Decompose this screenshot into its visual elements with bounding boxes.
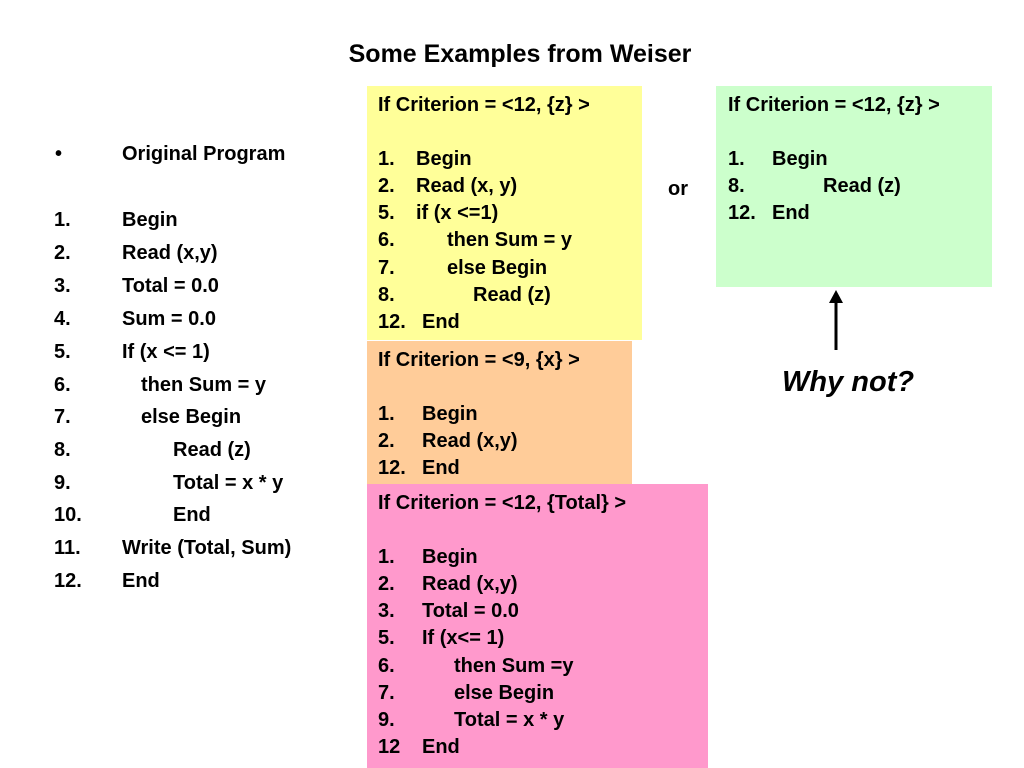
- line-code: Begin: [772, 148, 828, 170]
- line-number: 1.: [54, 209, 71, 231]
- slice-box-orange: If Criterion = <9, {x} > 1. Begin 2. Rea…: [367, 341, 632, 487]
- line-number: 7.: [378, 682, 395, 704]
- line-number: 2.: [378, 573, 395, 595]
- line-code: then Sum = y: [141, 374, 267, 396]
- line-number: 6.: [54, 374, 71, 396]
- line-number: 12.: [54, 570, 82, 592]
- line-code: Total = 0.0: [422, 600, 519, 622]
- why-not-label: Why not?: [782, 366, 915, 398]
- line-number: 3.: [54, 275, 71, 297]
- line-number: 11.: [54, 537, 81, 559]
- line-number: 8.: [728, 175, 745, 197]
- line-code: else Begin: [141, 406, 242, 428]
- line-code: Begin: [416, 148, 472, 170]
- line-code: else Begin: [454, 682, 555, 704]
- line-number: 3.: [378, 600, 395, 622]
- line-number: 5.: [54, 341, 71, 363]
- line-code: Sum = 0.0: [122, 308, 216, 330]
- line-code: Write (Total, Sum): [122, 537, 292, 559]
- line-code: Read (x,y): [422, 430, 518, 452]
- line-number: 1.: [378, 546, 395, 568]
- line-number: 6.: [378, 229, 395, 251]
- line-number: 12.: [378, 457, 406, 479]
- line-code: Begin: [422, 546, 478, 568]
- line-number: 1.: [378, 403, 395, 425]
- line-number: 4.: [54, 308, 71, 330]
- slice-criterion: If Criterion = <9, {x} >: [378, 349, 580, 371]
- line-code: If (x <= 1): [122, 341, 210, 363]
- line-code: End: [422, 736, 460, 758]
- line-code: then Sum = y: [447, 229, 573, 251]
- line-code: Read (x,y): [122, 242, 218, 264]
- line-code: then Sum =y: [454, 655, 574, 677]
- line-number: 12: [378, 736, 401, 758]
- up-arrow-icon: [829, 290, 843, 350]
- slice-criterion: If Criterion = <12, {z} >: [728, 94, 940, 116]
- line-number: 2.: [54, 242, 71, 264]
- line-code: End: [122, 570, 160, 592]
- line-number: 2.: [378, 430, 395, 452]
- line-number: 8.: [378, 284, 395, 306]
- line-code: if (x <=1): [416, 202, 499, 224]
- line-code: Read (z): [823, 175, 901, 197]
- line-code: Total = x * y: [454, 709, 565, 731]
- original-program-title: Original Program: [122, 143, 286, 165]
- line-number: 5.: [378, 627, 395, 649]
- line-code: Read (z): [473, 284, 551, 306]
- line-number: 10.: [54, 504, 82, 526]
- line-number: 2.: [378, 175, 395, 197]
- line-code: Begin: [422, 403, 478, 425]
- line-number: 6.: [378, 655, 395, 677]
- line-number: 7.: [54, 406, 71, 428]
- line-code: End: [173, 504, 211, 526]
- line-number: 9.: [54, 472, 71, 494]
- line-code: Read (z): [173, 439, 251, 461]
- slide-title: Some Examples from Weiser: [348, 40, 692, 68]
- line-number: 12.: [728, 202, 756, 224]
- slice-box-green: If Criterion = <12, {z} > 1. Begin 8. Re…: [716, 86, 992, 287]
- line-code: Total = x * y: [173, 472, 284, 494]
- line-code: If (x<= 1): [422, 627, 505, 649]
- line-number: 9.: [378, 709, 395, 731]
- line-number: 1.: [728, 148, 745, 170]
- or-label: or: [668, 178, 688, 200]
- slice-box-yellow: If Criterion = <12, {z} > 1. Begin 2. Re…: [367, 86, 642, 340]
- line-code: End: [772, 202, 810, 224]
- line-code: Read (x, y): [416, 175, 518, 197]
- slice-box-pink: If Criterion = <12, {Total} > 1. Begin 2…: [367, 484, 708, 768]
- line-number: 12.: [378, 311, 406, 333]
- line-code: Begin: [122, 209, 178, 231]
- line-number: 1.: [378, 148, 395, 170]
- slice-criterion: If Criterion = <12, {z} >: [378, 94, 590, 116]
- line-code: else Begin: [447, 257, 548, 279]
- line-code: End: [422, 457, 460, 479]
- bullet: •: [55, 143, 63, 165]
- line-code: Read (x,y): [422, 573, 518, 595]
- line-number: 7.: [378, 257, 395, 279]
- line-number: 5.: [378, 202, 395, 224]
- slice-criterion: If Criterion = <12, {Total} >: [378, 492, 627, 514]
- line-code: End: [422, 311, 460, 333]
- line-number: 8.: [54, 439, 71, 461]
- line-code: Total = 0.0: [122, 275, 219, 297]
